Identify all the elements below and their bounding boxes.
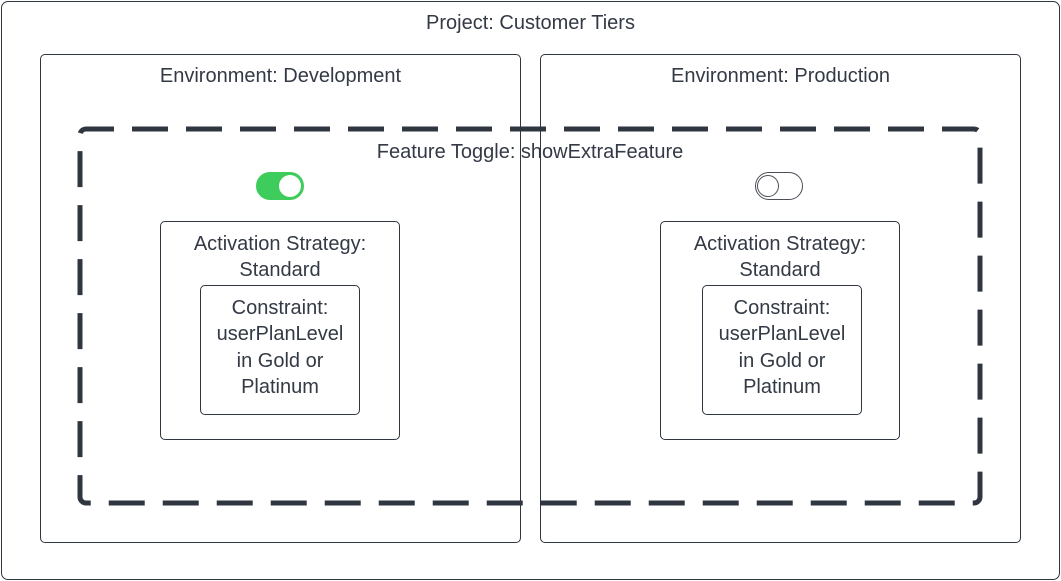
project-title: Project: Customer Tiers: [426, 12, 635, 34]
constraint-production: [702, 285, 862, 415]
constraint-development: [200, 285, 360, 415]
constraint-line4: Platinum: [743, 376, 821, 398]
constraint-line2: userPlanLevel: [216, 323, 344, 345]
constraint-line1: Constraint:: [733, 297, 831, 319]
constraint-line1: Constraint:: [231, 297, 329, 319]
constraint-line4: Platinum: [241, 376, 319, 398]
activation-strategy-production: [660, 221, 900, 440]
feature-toggle-title: Feature Toggle: showExtraFeature: [376, 141, 684, 163]
activation-strategy-development: [160, 221, 400, 440]
toggle-knob: [279, 175, 301, 197]
toggle-on-icon[interactable]: [256, 172, 304, 200]
strategy-title-line1: Activation Strategy:: [693, 233, 867, 255]
constraint-line2: userPlanLevel: [718, 323, 846, 345]
strategy-title-line1: Activation Strategy:: [193, 233, 367, 255]
strategy-title-line2: Standard: [239, 259, 321, 281]
constraint-line3: in Gold or: [236, 350, 324, 372]
strategy-title-line2: Standard: [739, 259, 821, 281]
toggle-knob: [757, 175, 779, 197]
constraint-line3: in Gold or: [738, 350, 826, 372]
toggle-off-icon[interactable]: [755, 172, 803, 200]
environment-production-title: Environment: Production: [670, 65, 890, 87]
environment-development-title: Environment: Development: [159, 65, 402, 87]
